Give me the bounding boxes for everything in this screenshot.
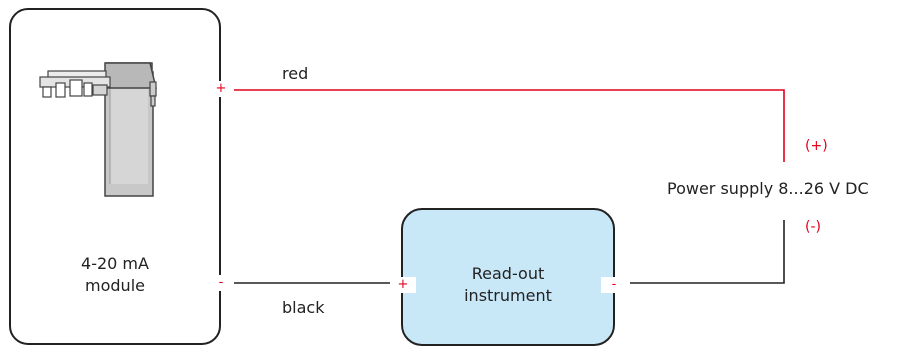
supply-return-wire	[630, 220, 785, 284]
sensor-device-icon	[39, 62, 157, 197]
power-supply-label: Power supply 8...26 V DC	[667, 179, 869, 198]
red-wire	[228, 89, 785, 162]
instrument-plus-terminal: +	[390, 277, 416, 293]
module-plus-terminal: +	[208, 81, 234, 97]
power-supply-plus-label: (+)	[805, 138, 828, 154]
instrument-label: Read-out instrument	[464, 264, 552, 306]
instrument-minus-terminal: -	[601, 277, 627, 293]
red-wire-label: red	[282, 64, 309, 83]
black-wire-label: black	[282, 298, 325, 317]
module-label: 4-20 mA module	[81, 254, 149, 296]
power-supply-minus-label: (-)	[805, 219, 821, 235]
module-minus-terminal: -	[208, 275, 234, 291]
